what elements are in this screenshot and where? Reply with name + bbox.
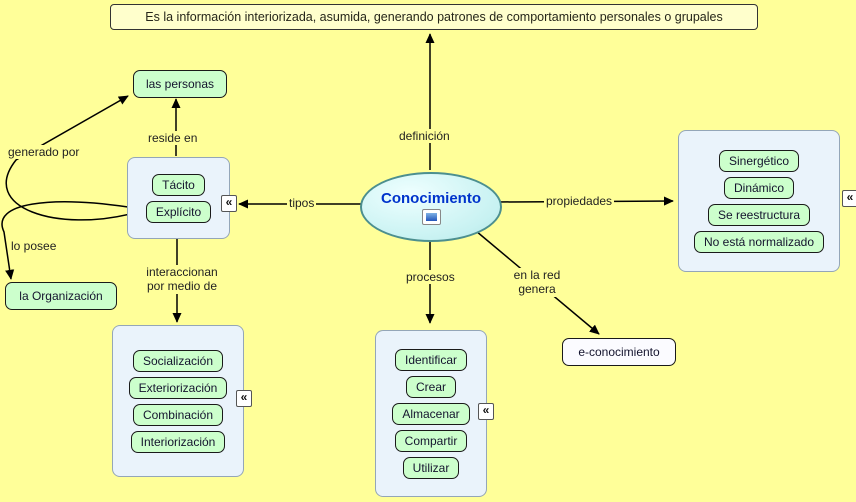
concept-conocimiento[interactable]: Conocimiento xyxy=(360,172,502,242)
procesos-group[interactable]: Identificar Crear Almacenar Compartir Ut… xyxy=(375,330,487,497)
link-label-propiedades[interactable]: propiedades xyxy=(544,194,615,209)
concept-la-organizacion[interactable]: la Organización xyxy=(5,282,117,310)
concept-conocimiento-label: Conocimiento xyxy=(381,189,481,207)
arrow-generado-por xyxy=(5,95,135,221)
link-label-generado-por[interactable]: generado por xyxy=(6,145,82,160)
propiedades-group[interactable]: Sinergético Dinámico Se reestructura No … xyxy=(678,130,840,272)
concept-crear[interactable]: Crear xyxy=(405,375,456,398)
link-label-definicion[interactable]: definición xyxy=(397,129,452,144)
link-label-reside-en[interactable]: reside en xyxy=(146,131,200,146)
concept-tacito[interactable]: Tácito xyxy=(152,173,205,196)
tipos-group[interactable]: Tácito Explícito xyxy=(127,157,230,239)
concept-almacenar[interactable]: Almacenar xyxy=(392,402,470,425)
concept-se-reestructura[interactable]: Se reestructura xyxy=(707,203,811,226)
concept-explicito[interactable]: Explícito xyxy=(145,200,212,223)
concept-utilizar[interactable]: Utilizar xyxy=(402,456,460,479)
double-chevron-icon[interactable]: « xyxy=(842,190,856,207)
concept-compartir[interactable]: Compartir xyxy=(394,429,468,452)
concept-no-esta-normalizado[interactable]: No está normalizado xyxy=(693,230,825,253)
concept-combinacion[interactable]: Combinación xyxy=(132,403,224,426)
link-label-interaccionan[interactable]: interaccionan por medio de xyxy=(134,265,230,294)
image-resource-glyph xyxy=(425,212,437,221)
concept-dinamico[interactable]: Dinámico xyxy=(723,176,794,199)
definition-node[interactable]: Es la información interiorizada, asumida… xyxy=(110,4,758,30)
concept-interiorizacion[interactable]: Interiorización xyxy=(130,430,226,453)
concept-exteriorizacion[interactable]: Exteriorización xyxy=(128,376,228,399)
concept-e-conocimiento[interactable]: e-conocimiento xyxy=(562,338,676,366)
link-label-procesos[interactable]: procesos xyxy=(404,270,457,285)
double-chevron-icon[interactable]: « xyxy=(221,195,237,212)
link-label-en-la-red-genera[interactable]: en la red genera xyxy=(504,268,570,297)
concept-identificar[interactable]: Identificar xyxy=(394,348,468,371)
concept-sinergetico[interactable]: Sinergético xyxy=(718,149,800,172)
concept-las-personas[interactable]: las personas xyxy=(133,70,227,98)
interaccion-group[interactable]: Socialización Exteriorización Combinació… xyxy=(112,325,244,477)
double-chevron-icon[interactable]: « xyxy=(236,390,252,407)
concept-socializacion[interactable]: Socialización xyxy=(132,349,224,372)
link-label-lo-posee[interactable]: lo posee xyxy=(9,239,59,254)
link-label-tipos[interactable]: tipos xyxy=(287,196,317,211)
image-resource-icon[interactable] xyxy=(421,208,441,225)
double-chevron-icon[interactable]: « xyxy=(478,403,494,420)
arrow-lo-posee xyxy=(1,201,129,280)
